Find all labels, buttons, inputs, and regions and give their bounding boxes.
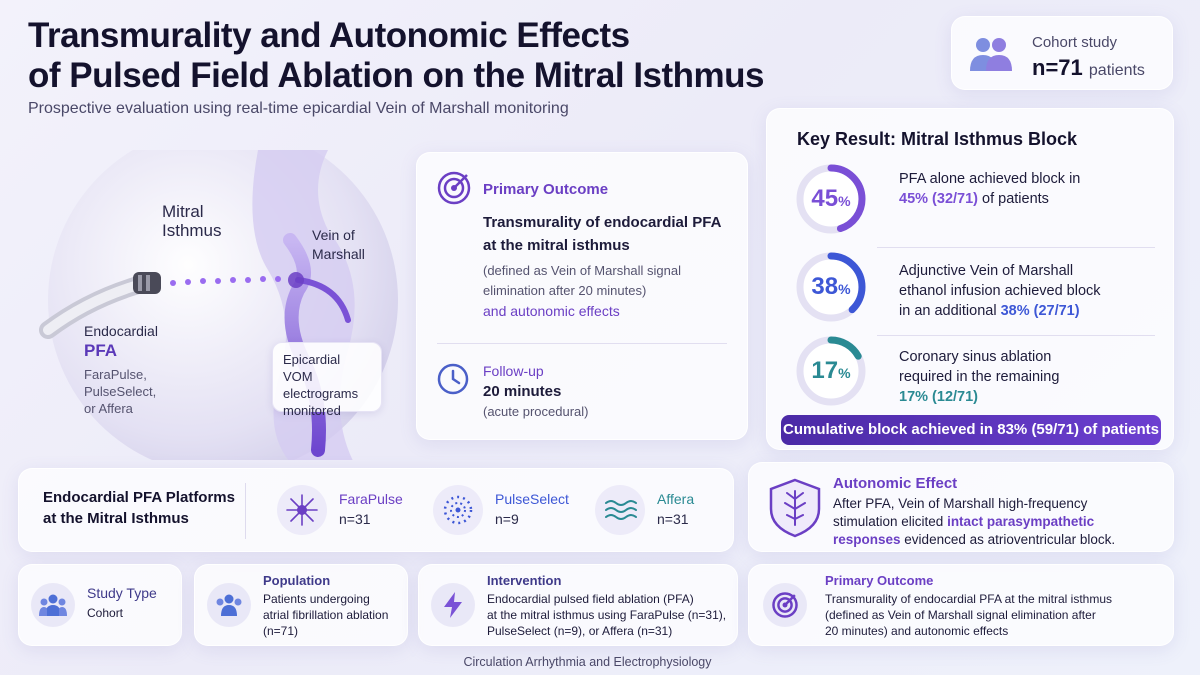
- journal-footer: Circulation Arrhythmia and Electrophysio…: [463, 655, 712, 669]
- platform-pulseselect: PulseSelect n=9: [433, 483, 583, 539]
- platform-count: n=9: [495, 511, 519, 527]
- ring-fill: [796, 252, 866, 322]
- progress-ring: [796, 252, 866, 322]
- page-title: Transmurality and Autonomic Effects of P…: [28, 16, 828, 96]
- autonomic-effect-card: Autonomic Effect After PFA, Vein of Mars…: [748, 462, 1174, 552]
- page-subtitle: Prospective evaluation using real-time e…: [28, 100, 569, 117]
- autonomic-text: After PFA, Vein of Marshall high-frequen…: [833, 496, 1116, 547]
- cohort-count: n=71 patients: [1032, 55, 1145, 80]
- result-text: PFA alone achieved block in 45% (32/71) …: [899, 171, 1081, 207]
- outcome-heading: Primary Outcome: [825, 573, 934, 588]
- divider: [245, 483, 246, 539]
- platform-name: FaraPulse: [339, 491, 403, 507]
- vein-of-marshall-label: Vein of Marshall: [312, 227, 365, 262]
- primary-outcome-extra: and autonomic effects: [483, 303, 620, 319]
- key-result-card: Key Result: Mitral Isthmus Block 45% PFA…: [766, 108, 1174, 450]
- followup-label: Follow-up: [483, 363, 544, 379]
- dotted-ring-icon: [443, 495, 473, 525]
- platform-count: n=31: [339, 511, 371, 527]
- intervention-card: Intervention Endocardial pulsed field ab…: [418, 564, 738, 646]
- ring-fill: [796, 164, 866, 234]
- platform-farapulse: FaraPulse n=31: [277, 483, 427, 539]
- study-type-value: Cohort: [87, 606, 124, 620]
- ring-fill: [796, 336, 866, 406]
- divider: [877, 247, 1155, 248]
- population-text: Patients undergoing atrial fibrillation …: [263, 592, 389, 638]
- people-icon: [970, 38, 1012, 71]
- cumulative-block-banner: Cumulative block achieved in 83% (59/71)…: [781, 415, 1161, 445]
- result-row-pfa: 45% PFA alone achieved block in 45% (32/…: [795, 163, 1155, 243]
- platform-name: PulseSelect: [495, 491, 569, 507]
- primary-outcome-title: Transmurality of endocardial PFA at the …: [483, 214, 722, 254]
- shield-nerve-icon: [769, 478, 821, 538]
- epicardial-vom-callout: Epicardial VOM electrograms monitored: [272, 342, 382, 418]
- progress-ring: [796, 164, 866, 234]
- group-icon: [39, 594, 67, 616]
- title-line-2: of Pulsed Field Ablation on the Mitral I…: [28, 56, 765, 95]
- result-row-ethanol: 38% Adjunctive Vein of Marshall ethanol …: [795, 251, 1155, 331]
- endocardial-pfa-label: Endocardial PFA: [84, 323, 158, 360]
- percent-value: 17%: [811, 357, 851, 384]
- clock-icon: [437, 363, 469, 395]
- percent-value: 38%: [811, 273, 851, 300]
- population-heading: Population: [263, 573, 331, 588]
- study-type-heading: Study Type: [87, 585, 157, 601]
- intervention-text: Endocardial pulsed field ablation (PFA) …: [487, 592, 727, 638]
- autonomic-heading: Autonomic Effect: [833, 475, 958, 492]
- cohort-label: Cohort study: [1032, 34, 1118, 51]
- divider: [437, 343, 727, 344]
- result-text: Adjunctive Vein of Marshall ethanol infu…: [899, 263, 1101, 319]
- progress-ring: [796, 336, 866, 406]
- outcome-text: Transmurality of endocardial PFA at the …: [825, 592, 1113, 638]
- key-result-heading: Key Result: Mitral Isthmus Block: [797, 129, 1078, 149]
- platform-affera: Affera n=31: [595, 483, 745, 539]
- result-text: Coronary sinus ablation required in the …: [899, 349, 1060, 405]
- study-type-card: Study Type Cohort: [18, 564, 182, 646]
- platforms-heading: Endocardial PFA Platforms at the Mitral …: [43, 489, 235, 527]
- intervention-heading: Intervention: [487, 573, 562, 588]
- platform-name: Affera: [657, 491, 695, 507]
- primary-outcome-card: Primary Outcome Transmurality of endocar…: [416, 152, 748, 440]
- platforms-card: Endocardial PFA Platforms at the Mitral …: [18, 468, 734, 552]
- mitral-isthmus-label: Mitral Isthmus: [162, 202, 222, 240]
- result-row-cs: 17% Coronary sinus ablation required in …: [795, 335, 1155, 415]
- followup-value: 20 minutes: [483, 383, 562, 400]
- population-icon: [216, 594, 242, 616]
- waves-icon: [605, 500, 637, 520]
- divider: [877, 335, 1155, 336]
- followup-note: (acute procedural): [483, 404, 589, 419]
- primary-outcome-heading: Primary Outcome: [483, 181, 609, 198]
- target-icon: [437, 171, 471, 205]
- title-line-1: Transmurality and Autonomic Effects: [28, 16, 630, 55]
- primary-outcome-summary-card: Primary Outcome Transmurality of endocar…: [748, 564, 1174, 646]
- starburst-icon: [286, 494, 318, 526]
- primary-outcome-definition: (defined as Vein of Marshall signal elim…: [483, 263, 682, 298]
- pfa-devices-label: FaraPulse, PulseSelect, or Affera: [84, 367, 157, 416]
- lightning-icon: [444, 592, 462, 618]
- cohort-card: Cohort study n=71 patients: [951, 16, 1173, 90]
- percent-value: 45%: [811, 185, 851, 212]
- target-icon: [772, 592, 798, 618]
- population-card: Population Patients undergoing atrial fi…: [194, 564, 408, 646]
- platform-count: n=31: [657, 511, 689, 527]
